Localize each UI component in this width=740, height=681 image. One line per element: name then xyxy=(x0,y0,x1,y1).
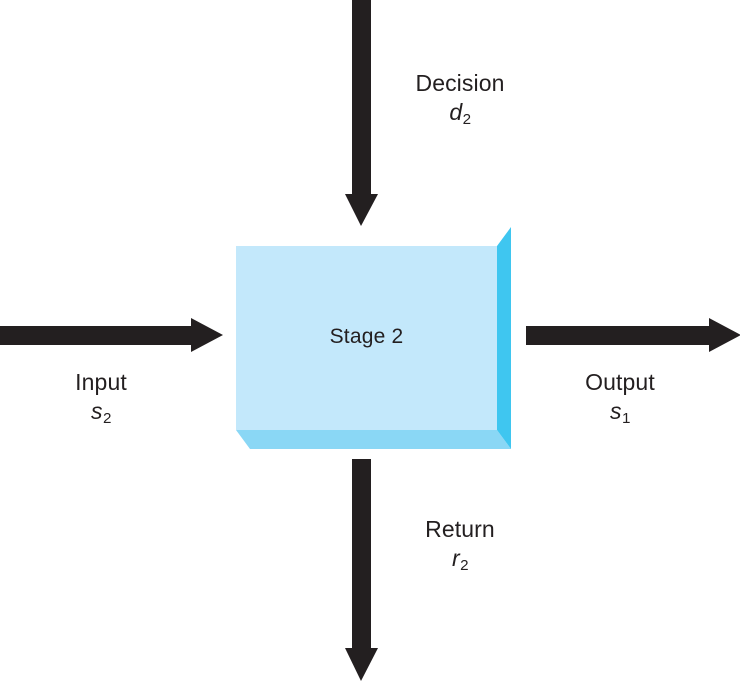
return-arrow-shaft xyxy=(352,459,371,650)
output-symbol-subscript: 1 xyxy=(622,410,631,428)
return-label-symbol: r2 xyxy=(400,545,520,575)
input-label-word: Input xyxy=(75,369,127,395)
block-bottom-face xyxy=(236,430,511,449)
output-arrow xyxy=(526,318,740,352)
block-side-face xyxy=(497,227,511,449)
input-symbol-subscript: 2 xyxy=(103,410,112,428)
decision-symbol-base: d xyxy=(449,99,463,126)
return-label-word: Return xyxy=(425,516,495,542)
output-arrow-shaft xyxy=(526,326,711,345)
output-label-symbol: s1 xyxy=(556,398,684,428)
return-label: Return r2 xyxy=(400,516,520,575)
decision-label: Decision d2 xyxy=(400,70,520,129)
block-label-stage-text: Stage 2 xyxy=(329,325,404,348)
input-label: Input s2 xyxy=(40,369,162,428)
block-front-face xyxy=(236,246,497,430)
block-label-stage: Stage 2 xyxy=(251,325,482,350)
output-label: Output s1 xyxy=(556,369,684,428)
decision-label-word: Decision xyxy=(415,70,505,96)
return-symbol-subscript: 2 xyxy=(460,557,469,575)
decision-symbol-subscript: 2 xyxy=(462,111,472,129)
decision-arrow-head xyxy=(345,194,378,226)
output-label-word: Output xyxy=(585,369,655,395)
output-arrow-head xyxy=(709,318,740,352)
input-symbol-base: s xyxy=(91,398,103,425)
decision-arrow xyxy=(345,0,378,226)
decision-label-symbol: d2 xyxy=(400,99,520,129)
return-arrow xyxy=(345,459,378,681)
decision-arrow-shaft xyxy=(352,0,371,196)
output-symbol-base: s xyxy=(610,398,622,425)
input-arrow-head xyxy=(191,318,223,352)
input-arrow xyxy=(0,318,223,352)
return-symbol-base: r xyxy=(451,545,460,572)
input-label-symbol: s2 xyxy=(40,398,162,428)
input-arrow-shaft xyxy=(0,326,193,345)
return-arrow-head xyxy=(345,648,378,681)
